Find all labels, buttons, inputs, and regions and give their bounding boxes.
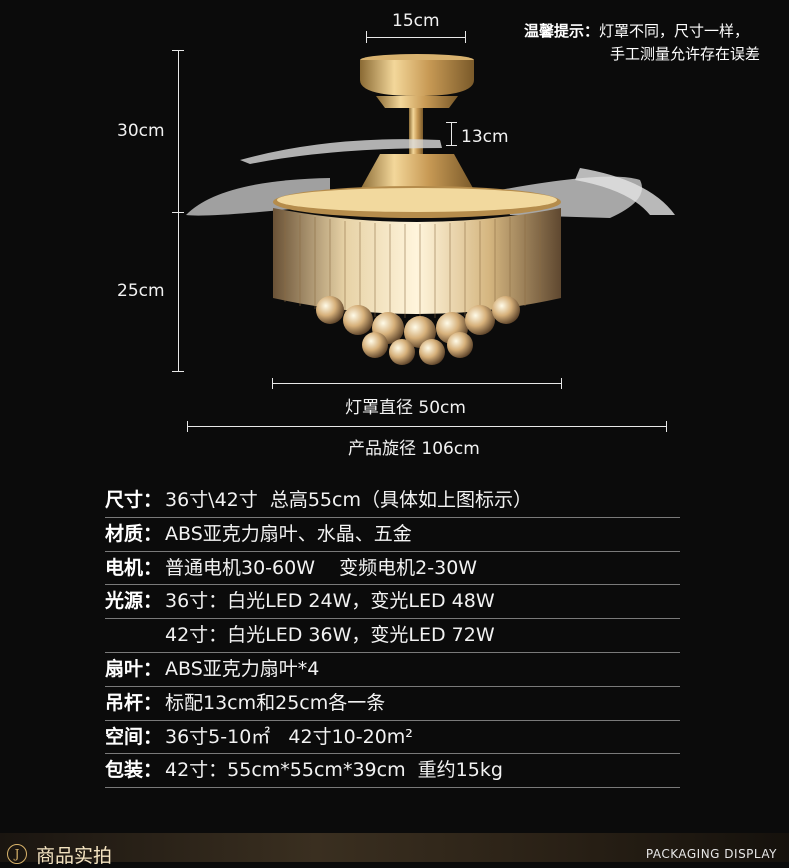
spec-table: 尺寸：36寸\42寸 总高55cm（具体如上图标示） 材质：ABS亚克力扇叶、水…: [105, 484, 680, 789]
rod-tick-top: [446, 122, 457, 123]
spec-key: 扇叶：: [105, 657, 163, 680]
spec-row-material: 材质：ABS亚克力扇叶、水晶、五金: [105, 518, 680, 552]
lower-height-label: 25cm: [117, 281, 165, 301]
spec-row-light-36: 光源：36寸：白光LED 24W，变光LED 48W: [105, 585, 680, 620]
shade-diameter-label: 灯罩直径 50cm: [345, 398, 466, 418]
spec-row-light-42: 42寸：白光LED 36W，变光LED 72W: [105, 619, 680, 653]
spec-key: 电机：: [105, 556, 163, 579]
spec-key: 吊杆：: [105, 691, 163, 714]
spec-value: 36寸：白光LED 24W，变光LED 48W: [165, 590, 495, 613]
motor-housing: [360, 154, 474, 190]
spec-row-rod: 吊杆：标配13cm和25cm各一条: [105, 687, 680, 721]
spec-value: 42寸：55cm*55cm*39cm 重约15kg: [165, 759, 503, 782]
canopy-body: [360, 60, 474, 96]
spec-value: 36寸\42寸 总高55cm（具体如上图标示）: [165, 489, 532, 511]
section-title: 商品实拍: [36, 845, 113, 867]
spec-row-blades: 扇叶：ABS亚克力扇叶*4: [105, 653, 680, 687]
notice-line-1: 温馨提示：灯罩不同，尺寸一样，: [524, 20, 786, 43]
top-width-line: [366, 37, 466, 38]
canopy-collar: [376, 96, 458, 108]
span-dim-line: [187, 426, 667, 427]
shade-dim-line: [272, 383, 562, 384]
rod-length-label: 13cm: [461, 127, 509, 147]
spec-value: ABS亚克力扇叶*4: [165, 657, 320, 680]
top-width-label: 15cm: [392, 11, 440, 31]
fan-span-label: 产品旋径 106cm: [348, 439, 480, 459]
vertical-dim-line: [178, 50, 179, 372]
fan-blade-far-right: [575, 168, 675, 215]
notice: 温馨提示：灯罩不同，尺寸一样， 手工测量允许存在误差: [524, 20, 786, 66]
spec-row-space: 空间：36寸5-10㎡ 42寸10-20m²: [105, 721, 680, 755]
vertical-tick-top: [172, 50, 184, 51]
spec-row-motor: 电机：普通电机30-60W 变频电机2-30W: [105, 552, 680, 586]
rod-tick-bottom: [446, 145, 457, 146]
vertical-tick-mid: [172, 212, 184, 213]
shade-rim-top: [277, 188, 557, 212]
section-subtitle: PACKAGING DISPLAY: [645, 847, 777, 861]
section-header-bar: J 商品实拍 PACKAGING DISPLAY: [0, 833, 789, 867]
fan-blade-top: [240, 139, 442, 164]
spec-value: 36寸5-10㎡ 42寸10-20m²: [165, 725, 413, 748]
spec-value: 普通电机30-60W 变频电机2-30W: [165, 556, 478, 579]
section-badge-icon: J: [7, 844, 27, 864]
vertical-tick-bottom: [172, 371, 184, 372]
span-tick-right: [666, 421, 667, 432]
notice-text-1: 灯罩不同，尺寸一样，: [599, 22, 750, 40]
notice-text-2: 手工测量允许存在误差: [610, 45, 761, 63]
span-tick-left: [187, 421, 188, 432]
spec-value: ABS亚克力扇叶、水晶、五金: [165, 522, 412, 545]
rod-dim-line: [451, 122, 452, 146]
notice-label: 温馨提示：: [524, 22, 600, 40]
top-width-tick-right: [465, 31, 466, 43]
spec-value: 42寸：白光LED 36W，变光LED 72W: [165, 624, 495, 647]
spec-key: 包装：: [105, 759, 163, 782]
spec-key: 光源：: [105, 590, 163, 613]
spec-row-package: 包装：42寸：55cm*55cm*39cm 重约15kg: [105, 754, 680, 789]
crystal-prisms: [284, 212, 541, 318]
spec-value: 标配13cm和25cm各一条: [165, 691, 386, 714]
spec-key: 材质：: [105, 522, 163, 545]
crystal-balls: [316, 296, 520, 365]
spec-row-size: 尺寸：36寸\42寸 总高55cm（具体如上图标示）: [105, 484, 680, 518]
shade-tick-right: [561, 378, 562, 389]
ceiling-fan-illustration: [186, 54, 675, 365]
shade-tick-left: [272, 378, 273, 389]
top-width-tick-left: [366, 31, 367, 43]
spec-key: 空间：: [105, 725, 163, 748]
spec-key: 尺寸：: [105, 489, 163, 511]
upper-height-label: 30cm: [117, 121, 165, 141]
crystal-shade: [273, 208, 561, 314]
